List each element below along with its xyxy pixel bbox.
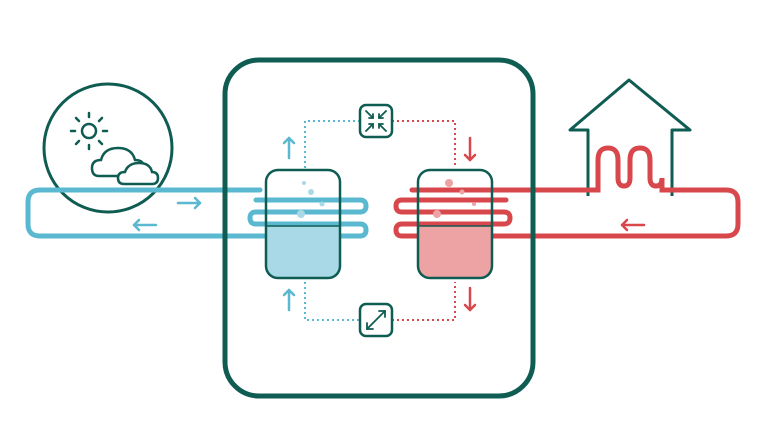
compressor-icon bbox=[365, 110, 387, 132]
refrigerant-circuit bbox=[304, 120, 456, 321]
house-icon bbox=[568, 78, 692, 196]
arrow-up-icon bbox=[282, 288, 296, 312]
sun-icon bbox=[69, 111, 109, 151]
outdoor-circle bbox=[42, 82, 174, 214]
arrow-right-icon bbox=[176, 196, 202, 210]
arrow-left-icon bbox=[132, 218, 158, 232]
circuit-top-cold bbox=[304, 120, 360, 168]
circuit-bottom-cold bbox=[304, 282, 360, 321]
expansion-valve-icon bbox=[366, 310, 386, 330]
condenser-bubbles bbox=[433, 179, 476, 218]
circuit-bottom-hot bbox=[392, 282, 456, 321]
house bbox=[568, 78, 692, 196]
arrow-down-icon bbox=[463, 286, 477, 312]
arrow-down-icon bbox=[463, 136, 477, 162]
arrow-up-icon bbox=[282, 136, 296, 160]
cold-flow-arrows bbox=[132, 136, 296, 312]
expansion-valve bbox=[358, 302, 394, 338]
heat-pump-unit bbox=[222, 57, 536, 399]
outdoor-environment bbox=[42, 82, 174, 214]
condenser-tank bbox=[416, 168, 494, 280]
compressor bbox=[358, 103, 394, 139]
cloud-icon bbox=[90, 146, 160, 186]
evaporator-tank bbox=[264, 168, 342, 280]
cold-loop bbox=[25, 187, 369, 239]
evaporator-bubbles bbox=[297, 181, 325, 218]
circuit-top-hot bbox=[392, 120, 456, 168]
hot-loop bbox=[393, 145, 741, 239]
hot-flow-arrows bbox=[463, 136, 646, 312]
arrow-left-icon bbox=[620, 218, 646, 232]
